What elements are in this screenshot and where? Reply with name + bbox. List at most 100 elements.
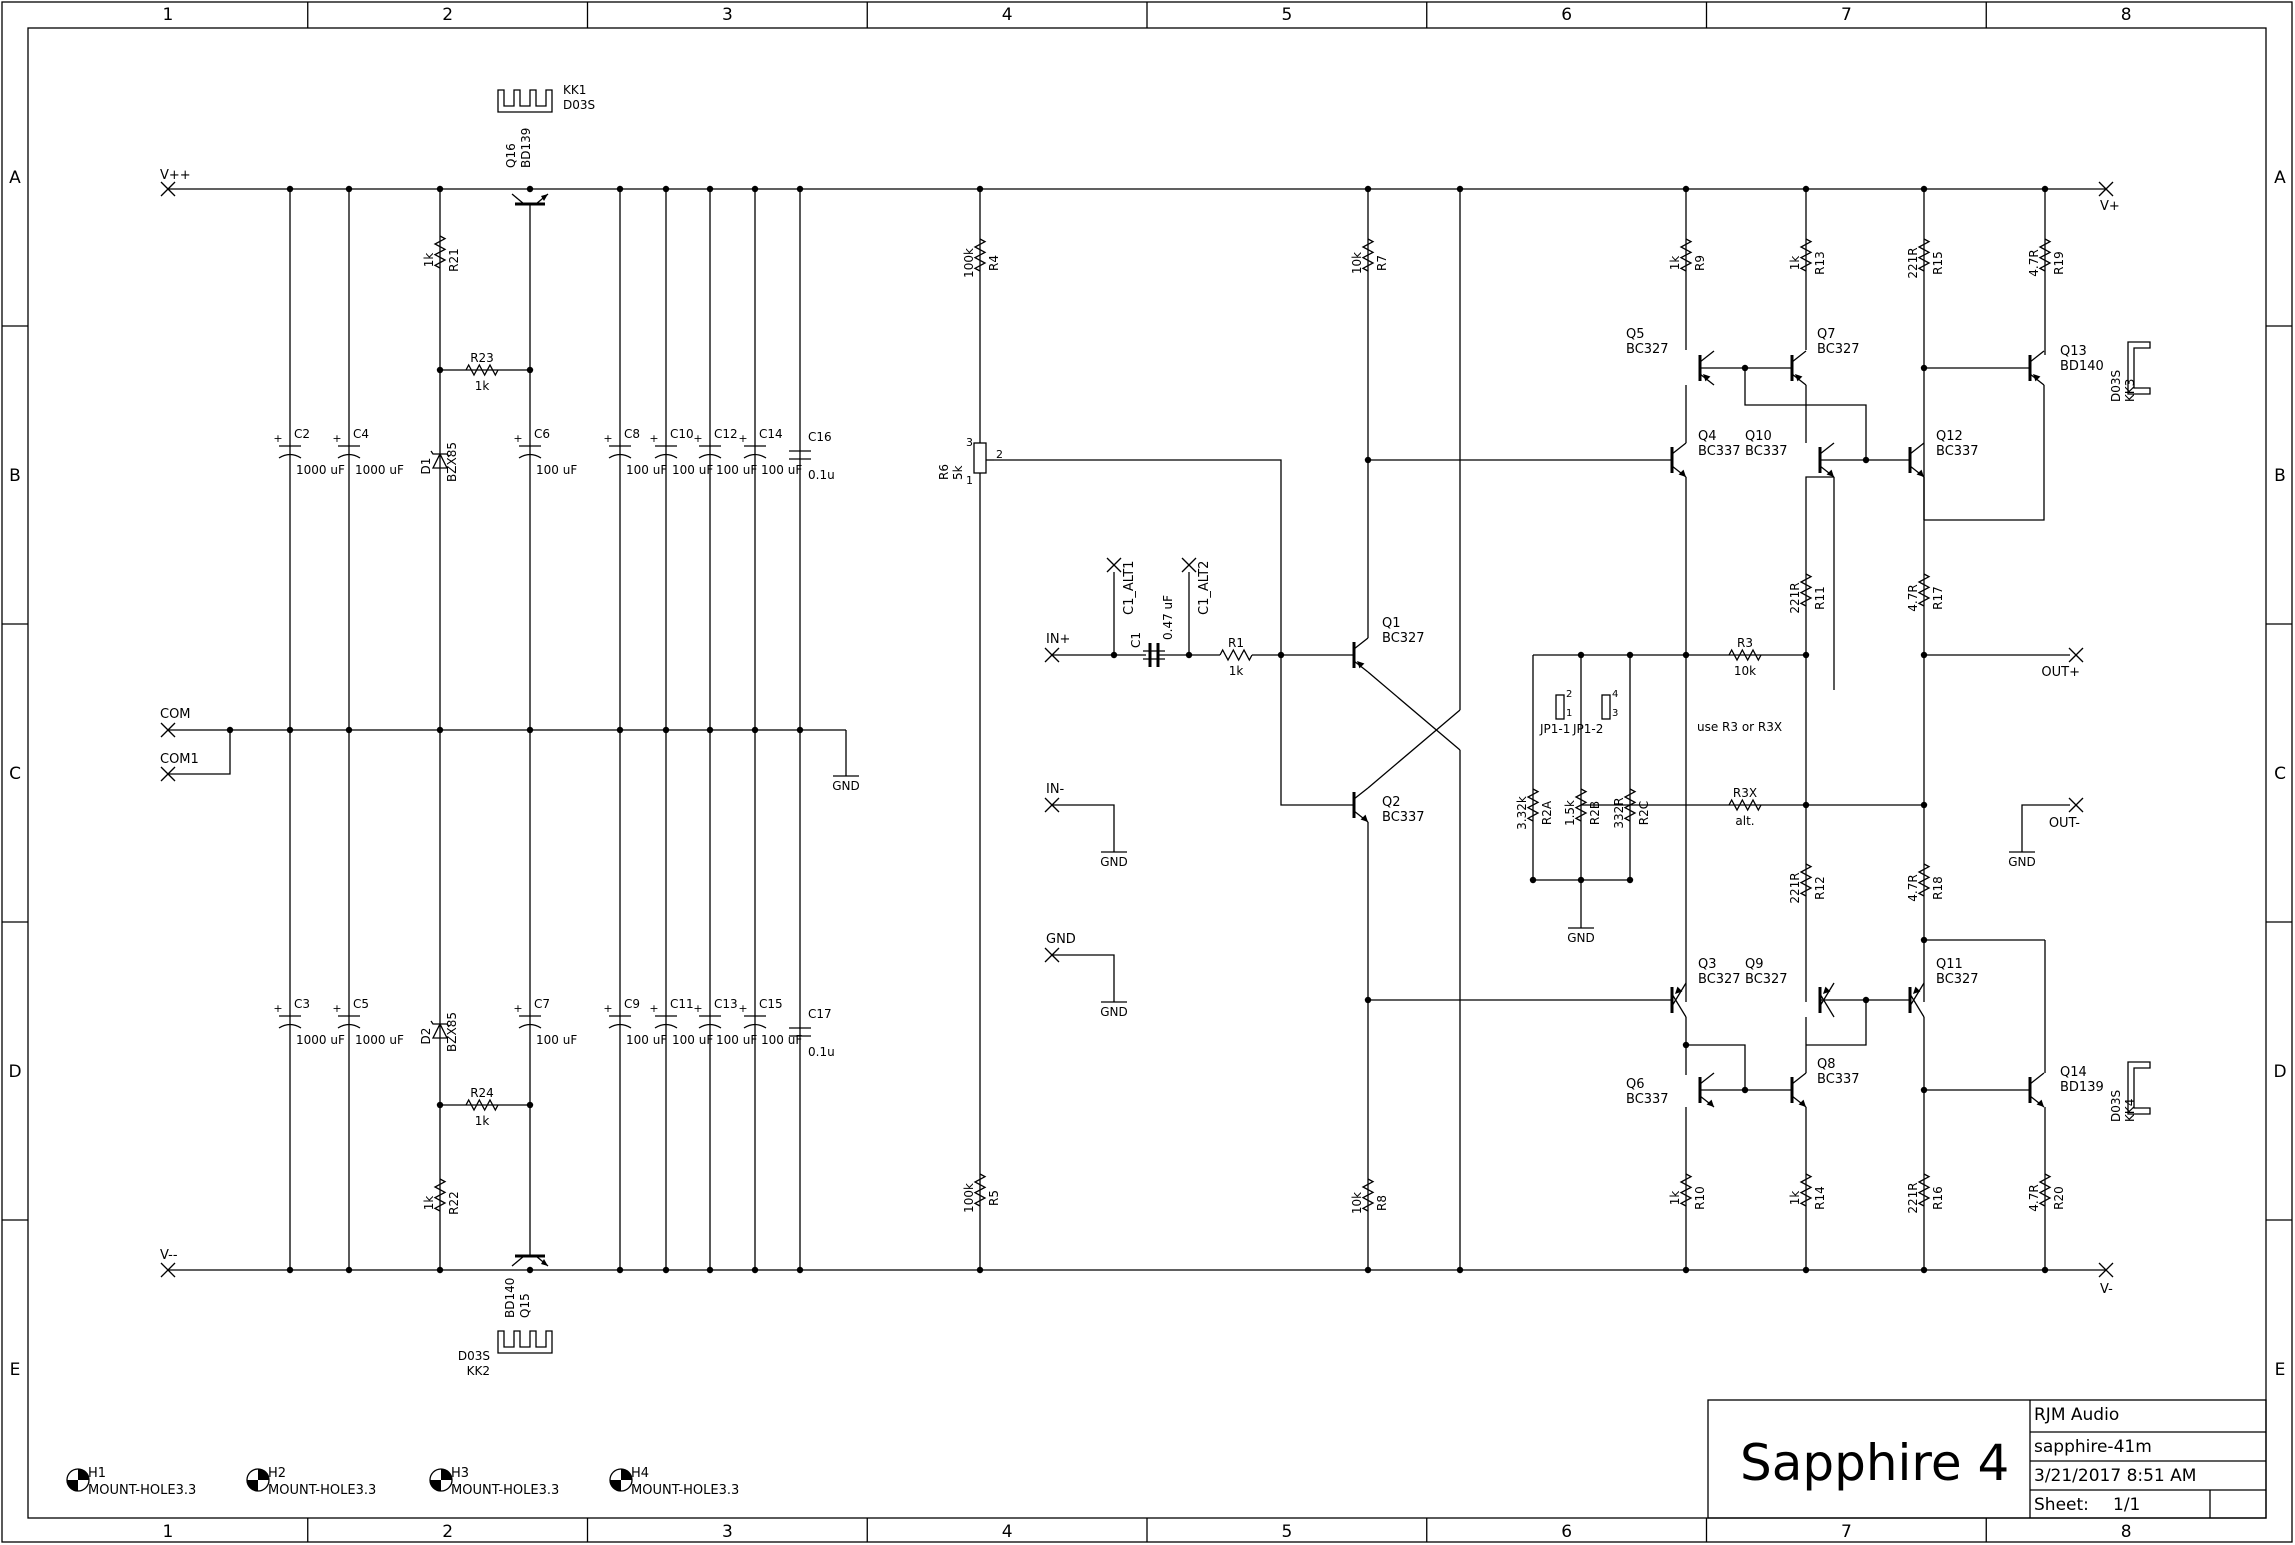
resistor-value: 3.32k xyxy=(1515,796,1529,830)
gnd-label: GND xyxy=(1567,931,1595,945)
resistor-ref: R5 xyxy=(987,1190,1001,1206)
junction-dots xyxy=(226,185,2049,1274)
junction-dot xyxy=(662,726,670,734)
wire xyxy=(1106,557,1122,573)
hole-ref: H1 xyxy=(88,1466,106,1481)
resistor-value: 1k xyxy=(422,1196,436,1211)
resistor-symbol xyxy=(1799,1173,1813,1207)
column-marker: 2 xyxy=(442,5,453,25)
resistor-ref: R20 xyxy=(2052,1186,2066,1210)
column-marker: 5 xyxy=(1281,1522,1292,1542)
row-marker: C xyxy=(9,764,21,784)
column-marker: 7 xyxy=(1841,1522,1852,1542)
resistor-symbol xyxy=(465,363,499,377)
transistor-value: BC327 xyxy=(1382,631,1425,646)
resistor-value: 4.7R xyxy=(2027,1184,2041,1211)
junction-dot xyxy=(1862,456,1870,464)
junction-dot xyxy=(796,1266,804,1274)
capacitor-value: 100 uF xyxy=(672,1033,713,1047)
port-label: V++ xyxy=(160,168,191,183)
resistor-symbol xyxy=(1799,863,1813,897)
date-stamp: 3/21/2017 8:51 AM xyxy=(2034,1466,2196,1486)
resistor-ref: R2A xyxy=(1540,800,1554,825)
transistor-value: BC337 xyxy=(1936,444,1979,459)
port-label: V- xyxy=(2100,1282,2113,1297)
junction-dot xyxy=(1920,1266,1928,1274)
capacitor-value: 1000 uF xyxy=(296,1033,345,1047)
transistor-ref: Q15 xyxy=(518,1293,532,1318)
resistor-ref: R24 xyxy=(470,1086,494,1100)
capacitor-value: 1000 uF xyxy=(296,463,345,477)
resistor-value: 1k xyxy=(422,253,436,268)
capacitor-value: 0.1u xyxy=(808,1045,835,1059)
polarity-mark: + xyxy=(332,432,341,445)
gnd-label: GND xyxy=(1100,1005,1128,1019)
junction-dot xyxy=(976,1266,984,1274)
transistor-ref: Q6 xyxy=(1626,1077,1645,1092)
jumper-ref: JP1-1 xyxy=(1539,722,1570,736)
polarity-mark: + xyxy=(603,432,612,445)
junction-dot xyxy=(1364,996,1372,1004)
polarity-mark: + xyxy=(273,432,282,445)
mount-hole-fill xyxy=(78,1469,89,1480)
resistor-value: alt. xyxy=(1735,814,1754,828)
wire xyxy=(1806,404,1867,460)
row-marker: C xyxy=(2274,764,2286,784)
transistor-lead xyxy=(1909,982,1925,1007)
capacitor-ref: C6 xyxy=(534,427,550,441)
junction-dot xyxy=(751,726,759,734)
resistor-ref: R8 xyxy=(1375,1195,1389,1211)
heatsink-symbol xyxy=(2127,1061,2151,1115)
transistor-value: BC327 xyxy=(1936,972,1979,987)
junction-dot xyxy=(526,366,534,374)
resistor-ref: R9 xyxy=(1693,255,1707,271)
junction-dot xyxy=(706,185,714,193)
pot-value: 5k xyxy=(951,465,965,480)
junction-dot xyxy=(1277,651,1285,659)
resistor-ref: R13 xyxy=(1813,251,1827,275)
heatsink-symbol xyxy=(497,89,553,113)
junction-dot xyxy=(1682,1041,1690,1049)
resistor-ref: R14 xyxy=(1813,1186,1827,1210)
diode-ref: D2 xyxy=(419,1028,433,1045)
capacitor-value: 1000 uF xyxy=(355,1033,404,1047)
resistor-value: 221R xyxy=(1788,582,1802,613)
wire xyxy=(1744,368,1806,406)
hole-ref: H4 xyxy=(631,1466,649,1481)
capacitor-value: 100 uF xyxy=(626,463,667,477)
junction-dot xyxy=(286,1266,294,1274)
column-marker: 6 xyxy=(1561,1522,1572,1542)
resistor-value: 1k xyxy=(1788,1191,1802,1206)
port-label: COM1 xyxy=(160,752,199,767)
gnd-label: GND xyxy=(2008,855,2036,869)
junction-dot xyxy=(345,1266,353,1274)
resistor-ref: R22 xyxy=(447,1191,461,1215)
wire xyxy=(1806,1000,1867,1046)
resistor-symbol xyxy=(1361,238,1375,272)
schematic-title: Sapphire 4 xyxy=(1740,1434,2009,1492)
heatsink-value: D03S xyxy=(2109,1090,2123,1122)
junction-dot xyxy=(706,726,714,734)
wire xyxy=(1052,954,1115,1002)
jumper-pin: 3 xyxy=(1612,708,1618,719)
resistor-symbol xyxy=(1917,238,1931,272)
transistor-lead xyxy=(1353,637,1369,650)
capacitor-value: 100 uF xyxy=(626,1033,667,1047)
heatsink-value: D03S xyxy=(2109,370,2123,402)
junction-dot xyxy=(1364,185,1372,193)
resistor-symbol xyxy=(1728,648,1762,662)
hole-ref: H2 xyxy=(268,1466,286,1481)
transistor-lead xyxy=(511,1255,525,1267)
hole-ref: H3 xyxy=(451,1466,469,1481)
heatsink-ref: KK4 xyxy=(2123,1099,2137,1122)
port-label: IN+ xyxy=(1046,632,1070,647)
capacitor-ref: C12 xyxy=(714,427,738,441)
company-name: RJM Audio xyxy=(2034,1405,2119,1425)
resistor-symbol xyxy=(1917,863,1931,897)
hole-value: MOUNT-HOLE3.3 xyxy=(268,1483,376,1498)
resistor-symbol xyxy=(1799,573,1813,607)
junction-dot xyxy=(1110,651,1118,659)
junction-dot xyxy=(526,1266,534,1274)
junction-dot xyxy=(286,726,294,734)
resistor-symbol xyxy=(433,235,447,269)
